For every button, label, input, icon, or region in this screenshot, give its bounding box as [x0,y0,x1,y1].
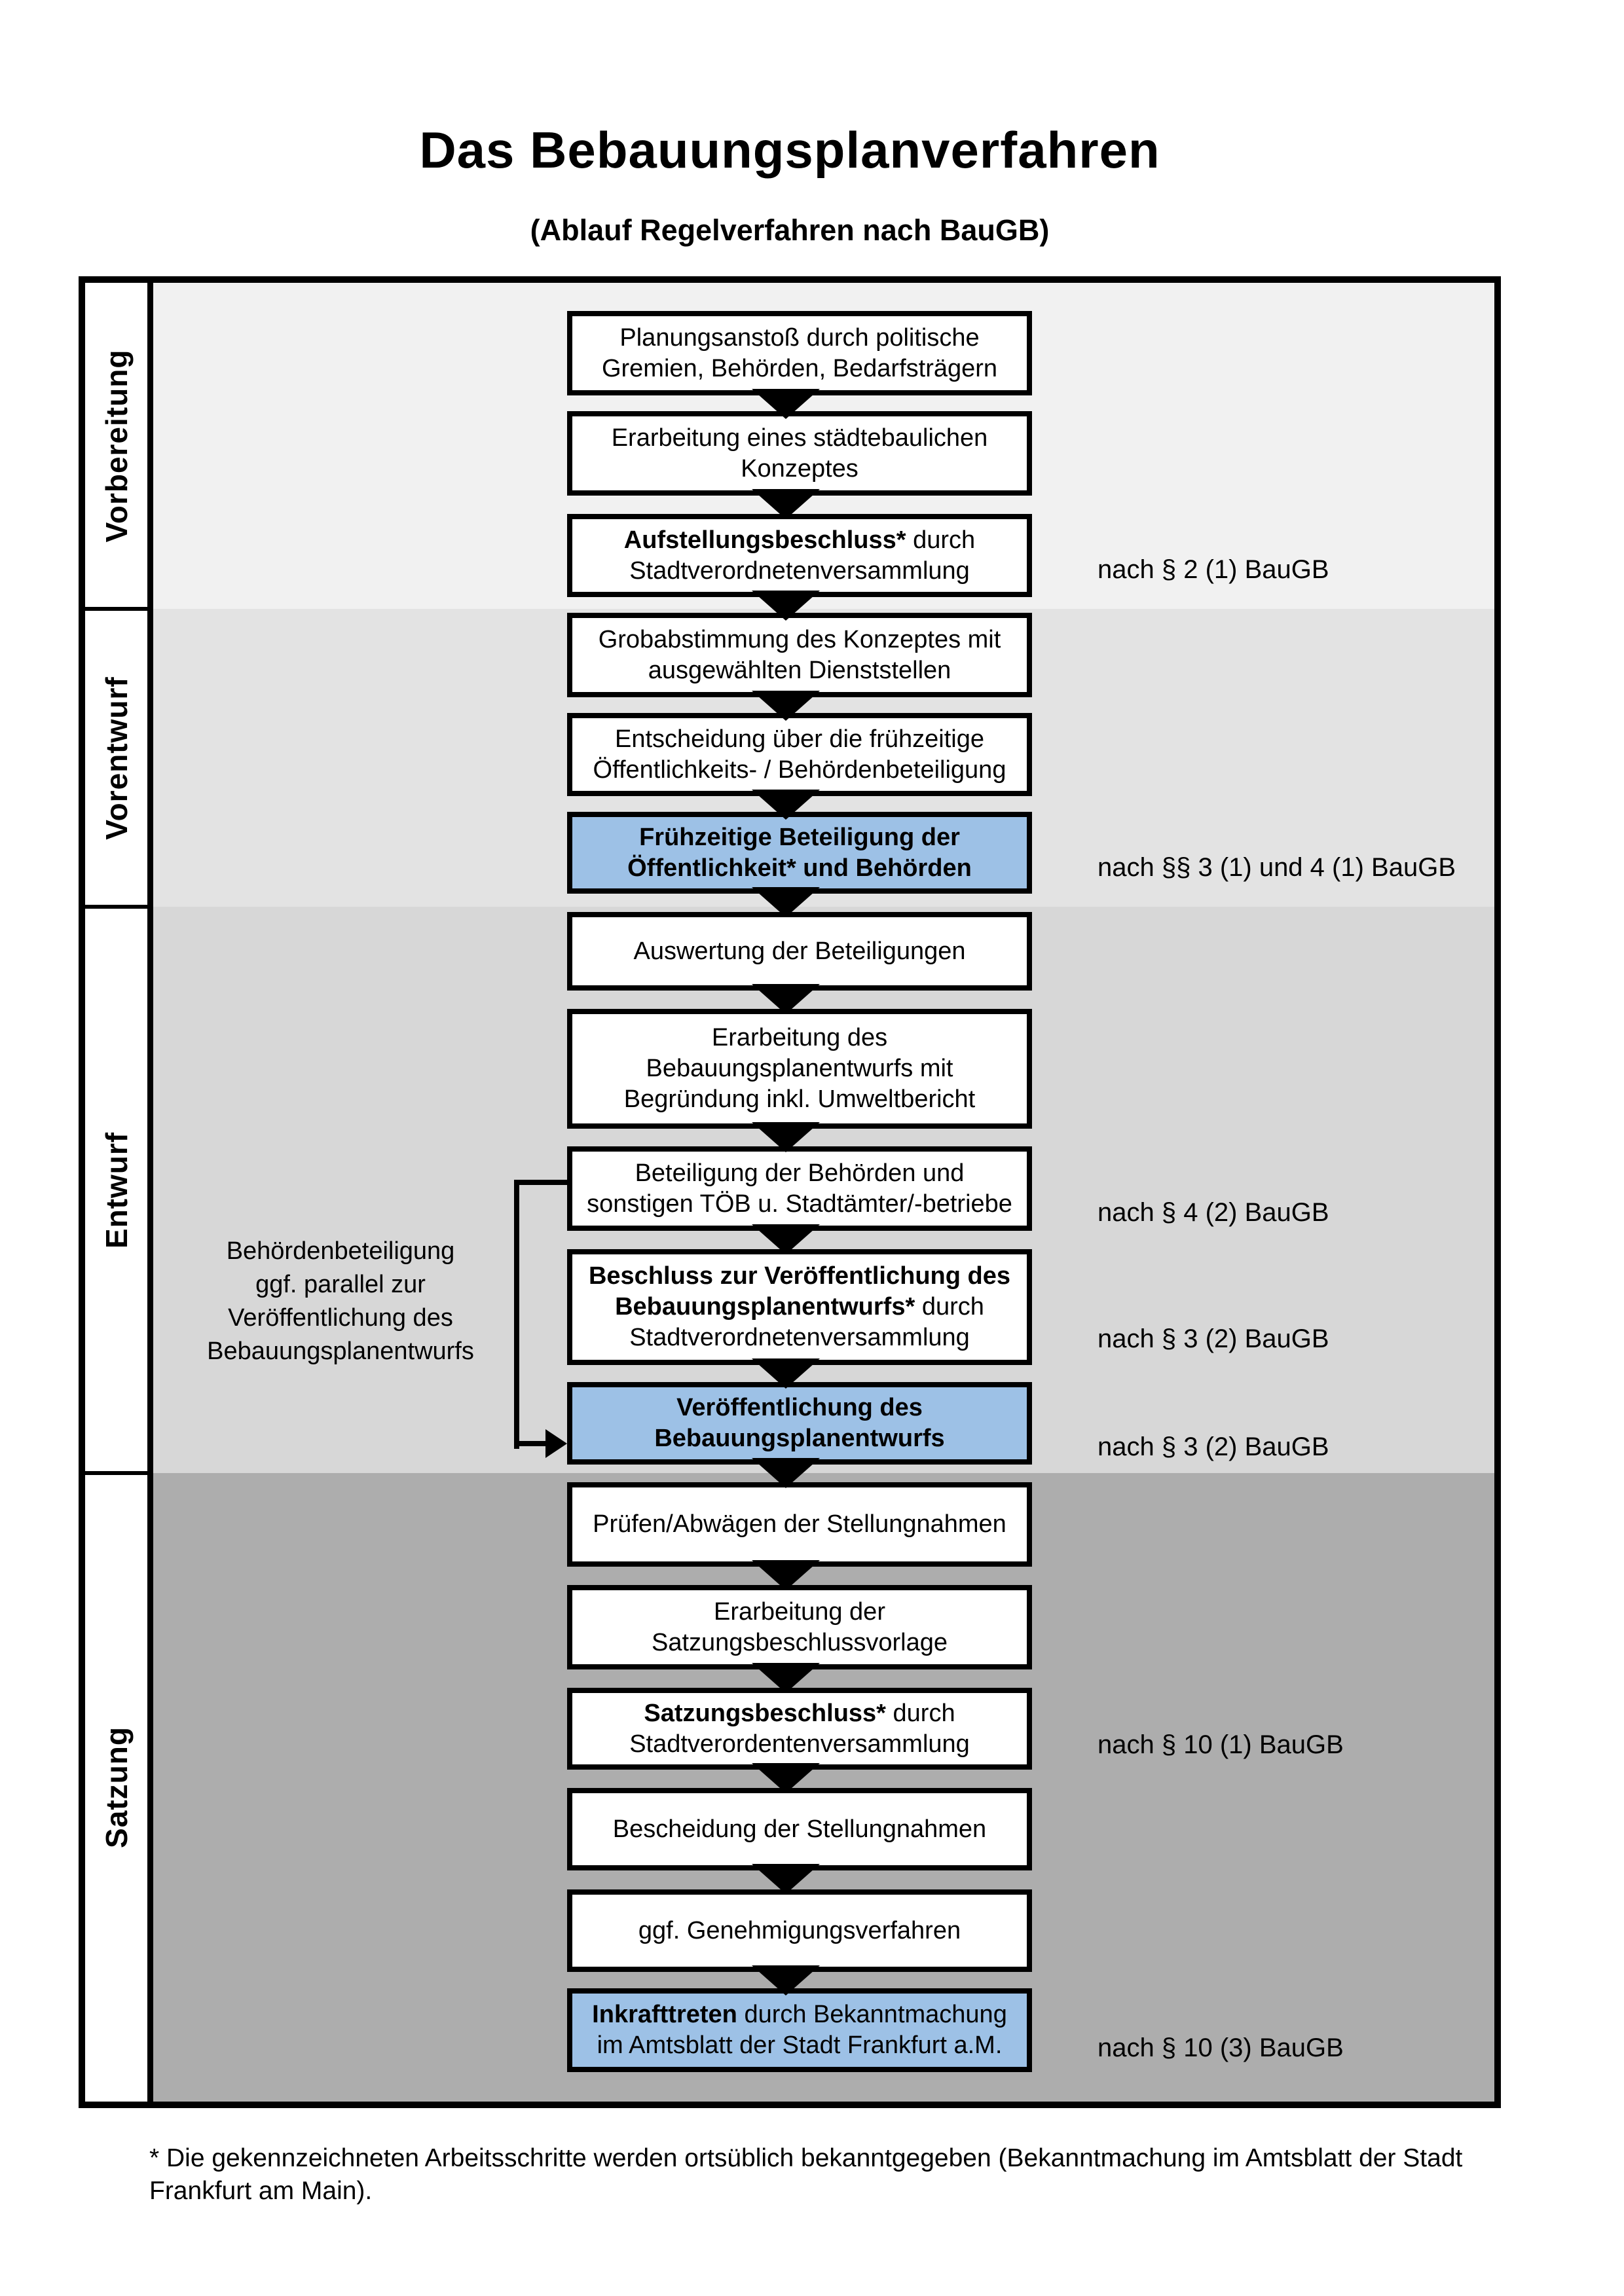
down-arrow-icon [752,984,820,1014]
step-box-inkrafttreten: Inkrafttreten durch Bekanntmachung im Amt… [567,1988,1032,2072]
step-box-text-line: Öffentlichkeit* und Behörden [627,854,972,882]
step-box-text-line: Stadtverordentenversammlung [629,1730,970,1758]
step-box-text-line: Planungsanstoß durch politische [619,323,980,352]
bracket-right-arrow-icon [545,1429,567,1458]
step-box-text-line: Beschluss zur Veröffentlichung des [588,1262,1011,1290]
step-box-text-line: Satzungsbeschluss* durch [644,1699,955,1727]
side-note-line: Bebauungsplanentwurfs [207,1338,474,1365]
bracket-line-top [514,1180,567,1185]
law-reference: nach §§ 3 (1) und 4 (1) BauGB [1098,853,1456,882]
law-reference: nach § 10 (1) BauGB [1098,1730,1344,1759]
side-note-line: ggf. parallel zur [255,1271,426,1298]
down-arrow-icon [752,691,820,721]
down-arrow-icon [752,790,820,820]
step-box-genehmigungsverfahren: ggf. Genehmigungsverfahren [567,1889,1032,1972]
down-arrow-icon [752,1358,820,1389]
down-arrow-icon [752,1224,820,1254]
side-note-line: Veröffentlichung des [228,1304,453,1332]
step-box-text-line: Erarbeitung des [711,1024,888,1051]
stage-separator [85,607,153,611]
down-arrow-icon [752,389,820,419]
step-box-text-line: Bebauungsplanentwurfs* durch [615,1293,984,1321]
step-box-text-line: Auswertung der Beteiligungen [633,937,966,965]
step-box-text-line: Entscheidung über die frühzeitige [614,725,985,753]
step-box-text-line: Stadtverordnetenversammlung [629,1324,970,1351]
step-box-grobabstimmung: Grobabstimmung des Konzeptes mit ausgewäh… [567,613,1032,697]
step-box-text-line: sonstigen TÖB u. Stadtämter/-betriebe [587,1190,1012,1218]
stage-label-satzung: Satzung [100,1726,134,1848]
footnote-line: Frankfurt am Main). [149,2177,373,2205]
down-arrow-icon [752,489,820,519]
law-reference: nach § 10 (3) BauGB [1098,2033,1344,2062]
step-box-text-line: Satzungsbeschlussvorlage [651,1628,948,1656]
bracket-line-bottom [517,1441,547,1446]
step-box-text-line: ausgewählten Dienststellen [648,656,951,684]
page-title: Das Bebauungsplanverfahren [419,121,1160,179]
page-subtitle: (Ablauf Regelverfahren nach BauGB) [530,213,1050,247]
step-box-bescheidung-stellungnahmen: Bescheidung der Stellungnahmen [567,1788,1032,1870]
law-reference: nach § 3 (2) BauGB [1098,1324,1329,1353]
step-box-text-line: Frühzeitige Beteiligung der [639,823,960,851]
down-arrow-icon [752,1122,820,1152]
step-box-text-line: Begründung inkl. Umweltbericht [623,1085,976,1113]
step-box-text-line: Veröffentlichung des [676,1394,923,1421]
down-arrow-icon [752,1458,820,1488]
step-box-text-line: Bescheidung der Stellungnahmen [612,1815,987,1843]
law-reference: nach § 2 (1) BauGB [1098,555,1329,584]
step-box-text-line: Erarbeitung eines städtebaulichen [611,424,988,452]
down-arrow-icon [752,1560,820,1590]
step-box-text-line: Grobabstimmung des Konzeptes mit [598,625,1001,653]
step-box-text-line: Bebauungsplanentwurfs [654,1425,945,1452]
step-box-text-line: Aufstellungsbeschluss* durch [623,526,976,554]
footnote-line: * Die gekennzeichneten Arbeitsschritte w… [149,2144,1463,2172]
down-arrow-icon [752,1965,820,1995]
step-box-text-line: ggf. Genehmigungsverfahren [638,1916,961,1944]
step-box-pruefen-abwaegen-stellungnahmen: Prüfen/Abwägen der Stellungnahmen [567,1482,1032,1567]
stage-label-vorentwurf: Vorentwurf [100,676,134,840]
step-box-auswertung-beteiligungen: Auswertung der Beteiligungen [567,912,1032,991]
step-box-text-line: Konzeptes [741,454,858,483]
step-box-text-line: Stadtverordnetenversammlung [629,556,970,585]
step-box-text-line: Inkrafttreten durch Bekanntmachung [592,2001,1007,2028]
stage-label-vorbereitung: Vorbereitung [100,349,134,543]
stage-separator [85,1471,153,1475]
down-arrow-icon [752,887,820,917]
down-arrow-icon [752,1864,820,1894]
step-box-text-line: Öffentlichkeits- / Behördenbeteiligung [593,756,1006,784]
side-note-line: Behördenbeteiligung [226,1237,455,1265]
step-box-beteiligung-behoerden-toeb: Beteiligung der Behörden und sonstigen TÖ… [567,1146,1032,1231]
stage-separator [85,905,153,909]
bracket-line-vertical [514,1180,519,1449]
down-arrow-icon [752,1763,820,1793]
law-reference: nach § 3 (2) BauGB [1098,1432,1329,1461]
step-box-text-line: Bebauungsplanentwurfs mit [646,1055,953,1082]
footnote: * Die gekennzeichneten Arbeitsschritte w… [149,2142,1511,2208]
law-reference: nach § 4 (2) BauGB [1098,1198,1329,1227]
stage-label-column [85,283,153,2102]
down-arrow-icon [752,1663,820,1693]
step-box-text-line: Beteiligung der Behörden und [635,1159,965,1187]
step-box-text-line: Erarbeitung der [714,1597,885,1626]
step-box-text-line: im Amtsblatt der Stadt Frankfurt a.M. [597,2032,1003,2059]
stage-label-entwurf: Entwurf [100,1131,134,1248]
down-arrow-icon [752,591,820,621]
step-box-text-line: Gremien, Behörden, Bedarfsträgern [601,354,998,382]
step-box-text-line: Prüfen/Abwägen der Stellungnahmen [593,1510,1006,1538]
